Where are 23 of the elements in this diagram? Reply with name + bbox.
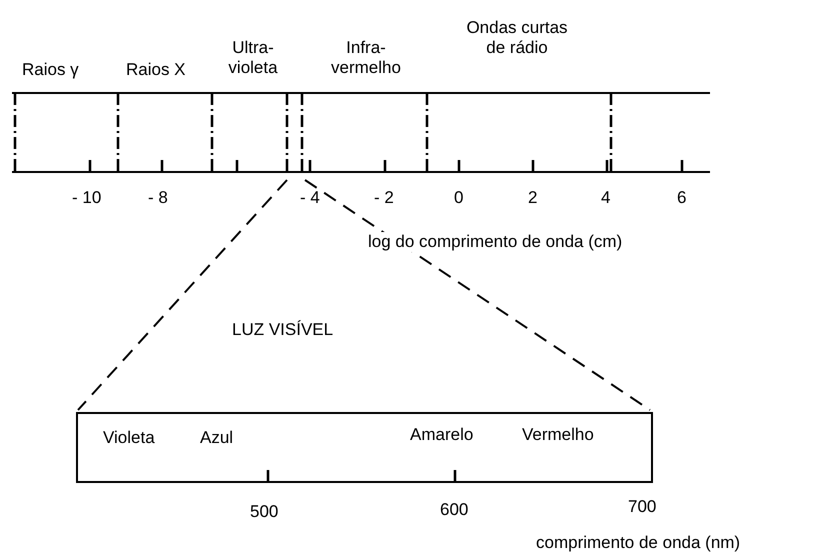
color-label: Violeta: [103, 428, 155, 448]
axis-tick-label: 2: [528, 188, 538, 208]
axis-tick-label: - 4: [300, 188, 320, 208]
axis-tick-label: 4: [601, 188, 610, 208]
axis-tick-label: - 8: [148, 188, 168, 208]
band-label: Infra- vermelho: [330, 38, 402, 78]
color-label: Azul: [200, 428, 234, 448]
color-label: Vermelho: [522, 425, 594, 445]
axis-title: log do comprimento de onda (cm): [368, 232, 622, 252]
axis-tick-label: 600: [440, 500, 468, 520]
axis-tick-label: - 10: [72, 188, 102, 208]
section-title: LUZ VISÍVEL: [232, 320, 334, 340]
axis-tick-label: 6: [677, 188, 686, 208]
axis-tick-label: - 2: [374, 188, 394, 208]
band-label: Ultra- violeta: [227, 38, 279, 78]
band-label: Raios γ: [22, 60, 79, 80]
band-label: Raios X: [126, 60, 186, 80]
band-label: Ondas curtas de rádio: [465, 18, 569, 58]
axis-tick-label: 700: [628, 497, 656, 517]
color-label: Amarelo: [410, 425, 474, 445]
axis-tick-label: 500: [250, 502, 278, 522]
axis-title: comprimento de onda (nm): [536, 533, 740, 553]
axis-tick-label: 0: [454, 188, 464, 208]
